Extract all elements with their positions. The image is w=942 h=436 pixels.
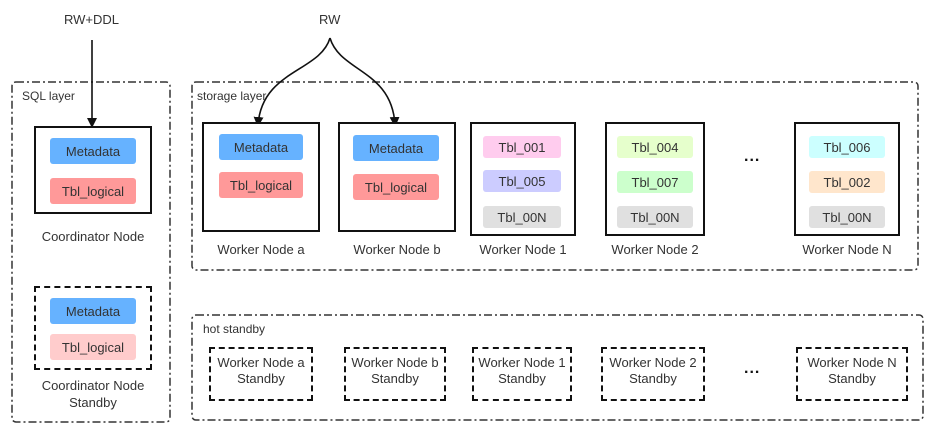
coordinator-node: Metadata Tbl_logical xyxy=(34,126,152,214)
standby-b-line1: Worker Node b xyxy=(351,355,439,370)
standby-ellipsis: ... xyxy=(744,360,761,377)
storage-layer-label: storage layer xyxy=(197,89,267,103)
coordinator-standby-label-line2: Standby xyxy=(69,395,117,410)
worker-1-tbl-001: Tbl_001 xyxy=(483,136,561,158)
worker-node-n-label: Worker Node N xyxy=(802,242,892,257)
standby-n-line1: Worker Node N xyxy=(807,355,897,370)
worker-a-tbl-logical: Tbl_logical xyxy=(219,172,303,198)
worker-node-b-label: Worker Node b xyxy=(353,242,441,257)
sql-layer-frame xyxy=(11,81,171,423)
storage-ellipsis: ... xyxy=(744,148,761,165)
standby-2-line1: Worker Node 2 xyxy=(609,355,697,370)
worker-1-tbl-005: Tbl_005 xyxy=(483,170,561,192)
coordinator-node-label: Coordinator Node xyxy=(41,229,145,244)
coordinator-tbl-logical: Tbl_logical xyxy=(50,178,136,204)
worker-2-tbl-004: Tbl_004 xyxy=(617,136,693,158)
standby-1-line2: Standby xyxy=(498,371,546,386)
worker-node-2-label: Worker Node 2 xyxy=(611,242,699,257)
hot-standby-label: hot standby xyxy=(203,322,266,336)
worker-node-2-standby: Worker Node 2 Standby xyxy=(601,347,705,401)
coordinator-standby-node: Metadata Tbl_logical xyxy=(34,286,152,370)
worker-n-tbl-002: Tbl_002 xyxy=(809,171,885,193)
worker-n-tbl-006: Tbl_006 xyxy=(809,136,885,158)
worker-2-tbl-007: Tbl_007 xyxy=(617,171,693,193)
worker-node-b: Metadata Tbl_logical xyxy=(338,122,456,232)
coordinator-metadata: Metadata xyxy=(50,138,136,164)
coordinator-standby-metadata: Metadata xyxy=(50,298,136,324)
worker-node-1: Tbl_001 Tbl_005 Tbl_00N xyxy=(470,122,576,236)
standby-n-line2: Standby xyxy=(828,371,876,386)
worker-1-tbl-00n: Tbl_00N xyxy=(483,206,561,228)
standby-a-line2: Standby xyxy=(237,371,285,386)
worker-node-1-label: Worker Node 1 xyxy=(479,242,567,257)
worker-node-a-standby: Worker Node a Standby xyxy=(209,347,313,401)
worker-node-a: Metadata Tbl_logical xyxy=(202,122,320,232)
worker-b-metadata: Metadata xyxy=(353,135,439,161)
worker-b-tbl-logical: Tbl_logical xyxy=(353,174,439,200)
sql-layer-label: SQL layer xyxy=(22,89,75,103)
rw-arrow-right xyxy=(329,37,400,127)
standby-a-line1: Worker Node a xyxy=(217,355,305,370)
rw-arrow-left xyxy=(253,37,331,127)
worker-n-tbl-00n: Tbl_00N xyxy=(809,206,885,228)
worker-node-n-standby: Worker Node N Standby xyxy=(796,347,908,401)
worker-node-b-standby: Worker Node b Standby xyxy=(344,347,446,401)
worker-a-metadata: Metadata xyxy=(219,134,303,160)
standby-1-line1: Worker Node 1 xyxy=(478,355,566,370)
rw-label: RW xyxy=(319,12,341,27)
standby-b-line2: Standby xyxy=(371,371,419,386)
worker-2-tbl-00n: Tbl_00N xyxy=(617,206,693,228)
coordinator-standby-tbl-logical: Tbl_logical xyxy=(50,334,136,360)
coordinator-standby-label-line1: Coordinator Node xyxy=(41,378,145,393)
worker-node-1-standby: Worker Node 1 Standby xyxy=(472,347,572,401)
storage-layer-frame xyxy=(191,81,919,271)
standby-2-line2: Standby xyxy=(629,371,677,386)
rw-ddl-label: RW+DDL xyxy=(64,12,120,27)
worker-node-n: Tbl_006 Tbl_002 Tbl_00N xyxy=(794,122,900,236)
worker-node-2: Tbl_004 Tbl_007 Tbl_00N xyxy=(605,122,705,236)
worker-node-a-label: Worker Node a xyxy=(217,242,305,257)
